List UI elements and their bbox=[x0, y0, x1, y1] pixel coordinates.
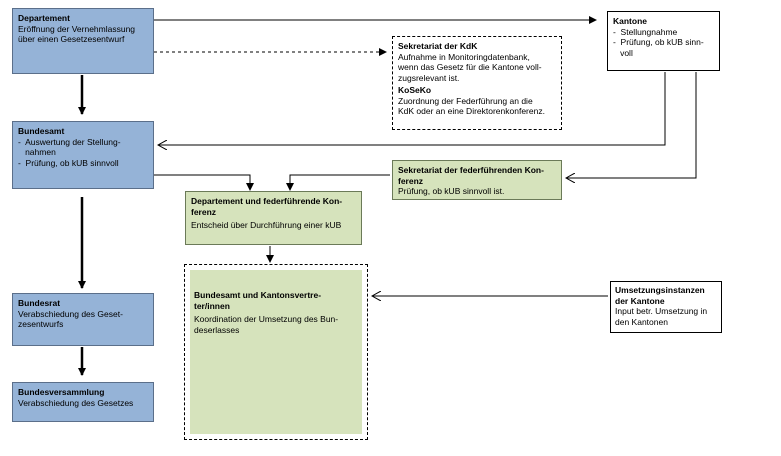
kantone-item-1: - Stellungnahme bbox=[613, 26, 678, 37]
box-departement: Departement Eröffnung der Vernehmlassung… bbox=[12, 8, 154, 74]
bundesrat-line-2: zesentwurfs bbox=[18, 319, 64, 329]
bundesversammlung-title: Bundesversammlung bbox=[18, 387, 105, 397]
koordination-title-cont: ter/innen bbox=[194, 300, 230, 311]
umsetzung-title: Umsetzungsinstanzen bbox=[615, 285, 705, 295]
departement-line-2: über einen Gesetzesentwurf bbox=[18, 34, 125, 44]
box-sekretariat-ff: Sekretariat der federführenden Kon- fere… bbox=[392, 160, 562, 200]
umsetzung-title-cont: der Kantone bbox=[615, 295, 665, 306]
departement-line-1: Eröffnung der Vernehmlassung bbox=[18, 23, 136, 34]
arrow-sekff-depff bbox=[286, 174, 390, 191]
sekretariat-kdk-line-2: wenn das Gesetz für die Kantone voll- bbox=[398, 62, 542, 72]
sekretariat-ff-title: Sekretariat der federführenden Kon- bbox=[398, 165, 544, 175]
bundesamt-item-3: - Prüfung, ob kUB sinnvoll bbox=[18, 157, 119, 168]
sekretariat-ff-line: Prüfung, ob kUB sinnvoll ist. bbox=[398, 186, 505, 196]
koseko-title: KoSeKo bbox=[398, 85, 432, 95]
depff-title-cont: ferenz bbox=[191, 206, 217, 217]
depff-line: Entscheid über Durchführung einer kUB bbox=[191, 220, 342, 230]
box-sekretariat-kdk: Sekretariat der KdK Aufnahme in Monitori… bbox=[392, 36, 562, 130]
koseko-line-2: KdK oder an eine Direktorenkonferenz. bbox=[398, 106, 545, 116]
koordination-line-2: deserlasses bbox=[194, 324, 240, 335]
sekretariat-kdk-line-3: zugsrelevant ist. bbox=[398, 72, 460, 83]
bundesrat-title: Bundesrat bbox=[18, 298, 61, 308]
box-umsetzungsinstanzen: Umsetzungsinstanzen der Kantone Input be… bbox=[610, 281, 722, 333]
box-departement-ff: Departement und federführende Kon- feren… bbox=[185, 191, 362, 245]
kantone-title: Kantone bbox=[613, 16, 647, 26]
kantone-item-3: voll bbox=[613, 47, 633, 58]
umsetzung-line-2: den Kantonen bbox=[615, 316, 668, 327]
box-koordination-frame: Bundesamt und Kantonsvertre- ter/innen K… bbox=[184, 264, 368, 440]
bundesamt-title: Bundesamt bbox=[18, 126, 65, 136]
bundesamt-item-1: - Auswertung der Stellung- bbox=[18, 136, 121, 147]
bundesversammlung-line: Verabschiedung des Gesetzes bbox=[18, 397, 134, 408]
box-bundesrat: Bundesrat Verabschiedung des Geset- zese… bbox=[12, 293, 154, 346]
arrow-kantone-bundesamt bbox=[158, 72, 666, 145]
box-bundesamt: Bundesamt - Auswertung der Stellung- nah… bbox=[12, 121, 154, 189]
koordination-line-1: Koordination der Umsetzung des Bun- bbox=[194, 314, 339, 324]
depff-title: Departement und federführende Kon- bbox=[191, 196, 343, 206]
departement-title: Departement bbox=[18, 13, 70, 23]
koordination-title: Bundesamt und Kantonsvertre- bbox=[194, 290, 322, 300]
bundesrat-line-1: Verabschiedung des Geset- bbox=[18, 308, 123, 319]
box-bundesversammlung: Bundesversammlung Verabschiedung des Ges… bbox=[12, 382, 154, 422]
koseko-line-1: Zuordnung der Federführung an die bbox=[398, 95, 533, 106]
sekretariat-kdk-title: Sekretariat der KdK bbox=[398, 41, 478, 51]
box-kantone: Kantone - Stellungnahme - Prüfung, ob kU… bbox=[607, 11, 720, 71]
box-koordination: Bundesamt und Kantonsvertre- ter/innen K… bbox=[190, 270, 362, 434]
umsetzung-line-1: Input betr. Umsetzung in bbox=[615, 306, 708, 316]
bundesamt-item-2: nahmen bbox=[18, 147, 56, 157]
arrow-bundesamt-depff bbox=[154, 174, 254, 191]
kantone-item-2: - Prüfung, ob kUB sinn- bbox=[613, 37, 704, 47]
sekretariat-ff-title-cont: ferenz bbox=[398, 175, 424, 186]
arrow-kantone-sekretariat-ff bbox=[566, 72, 697, 178]
sekretariat-kdk-line-1: Aufnahme in Monitoringdatenbank, bbox=[398, 51, 530, 62]
